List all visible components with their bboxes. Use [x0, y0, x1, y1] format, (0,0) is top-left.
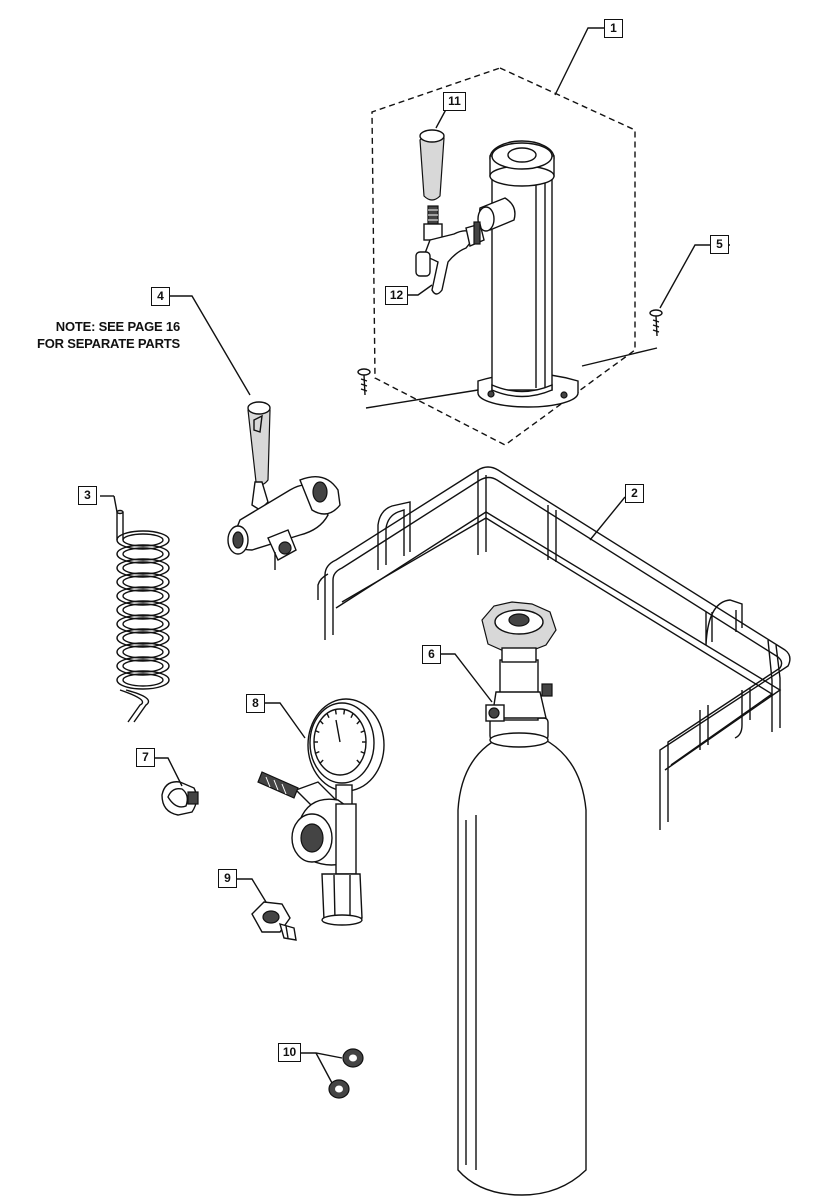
regulator-nut	[251, 901, 297, 941]
coil-loop	[116, 642, 170, 662]
callout-12: 12	[385, 286, 408, 305]
gauge-tick	[350, 713, 354, 719]
coil-loop-inner	[122, 533, 164, 547]
coil-loop-inner	[122, 547, 164, 561]
tower-assembly-boundary	[371, 67, 636, 446]
coil-loop	[116, 530, 170, 550]
gauge-tick	[326, 713, 330, 719]
tank-rack	[317, 466, 791, 830]
gauge-tick	[315, 750, 320, 754]
faucet	[415, 205, 485, 295]
coil-loop-inner	[122, 603, 164, 617]
separate-parts-note: NOTE: SEE PAGE 16 FOR SEPARATE PARTS	[22, 318, 180, 352]
coil-loop-inner	[122, 561, 164, 575]
gauge-tick	[356, 720, 361, 725]
gauge-tick	[360, 730, 365, 734]
gauge-tick	[356, 759, 361, 764]
callout-8: 8	[246, 694, 265, 713]
gauge-tick	[343, 709, 346, 715]
gauge-tick	[319, 720, 324, 725]
callout-4: 4	[151, 287, 170, 306]
gauge-tick	[319, 759, 324, 764]
coil-loop	[116, 670, 170, 690]
keg-coupler	[227, 401, 341, 570]
coil-loop	[116, 572, 170, 592]
coil-loop	[116, 656, 170, 676]
callout-11: 11	[443, 92, 466, 111]
coil-loop	[116, 614, 170, 634]
gauge-tick	[315, 730, 320, 734]
coil-loop-inner	[122, 617, 164, 631]
coil-loop	[116, 558, 170, 578]
coil-loop	[116, 628, 170, 648]
coil-loop-inner	[122, 589, 164, 603]
note-line-1: NOTE: SEE PAGE 16	[55, 319, 180, 334]
callout-9: 9	[218, 869, 237, 888]
callout-3: 3	[78, 486, 97, 505]
gauge-tick	[360, 750, 365, 754]
co2-cylinder	[457, 601, 587, 1196]
beer-tower	[477, 140, 579, 408]
callout-10: 10	[278, 1043, 301, 1062]
coil-loop-inner	[122, 673, 164, 687]
callout-1: 1	[604, 19, 623, 38]
hose-clamp	[161, 781, 199, 816]
coil-loop	[116, 586, 170, 606]
coil-loop-inner	[122, 659, 164, 673]
coil-loop	[116, 600, 170, 620]
note-line-2: FOR SEPARATE PARTS	[36, 336, 180, 351]
co2-regulator	[257, 698, 385, 926]
callout-7: 7	[136, 748, 155, 767]
coil-loop-inner	[122, 631, 164, 645]
coil-loop	[116, 544, 170, 564]
washers	[328, 1048, 364, 1099]
mounting-screw	[357, 309, 663, 409]
callout-2: 2	[625, 484, 644, 503]
coil-loop-inner	[122, 575, 164, 589]
gauge-tick	[334, 709, 337, 715]
callout-6: 6	[422, 645, 441, 664]
callout-5: 5	[710, 235, 729, 254]
tap-handle	[419, 129, 445, 201]
coiled-beer-line	[116, 509, 170, 723]
coil-loop-inner	[122, 645, 164, 659]
